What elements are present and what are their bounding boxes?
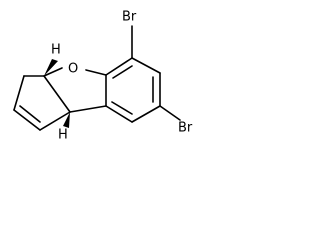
bond-c7-br xyxy=(159,105,181,121)
bond-c5-c6 xyxy=(131,57,161,74)
bond-ring-fusion xyxy=(43,75,71,113)
bond-ring5-right xyxy=(39,111,71,131)
hydrogen-label-bottom: H xyxy=(58,128,68,143)
bond-ring5-double-outer xyxy=(13,109,41,131)
bond-ring5-left xyxy=(13,75,25,111)
chemical-structure-diagram: O Br Br H H xyxy=(13,10,193,143)
bond-c8b-c8a xyxy=(69,105,107,113)
bond-c4a-c5-inner xyxy=(112,65,133,79)
oxygen-label-bg xyxy=(64,60,82,78)
bromine-label-bottom: Br xyxy=(178,121,193,136)
bond-ring5-double-inner xyxy=(19,105,41,123)
wedge-bond-h-bottom xyxy=(63,112,70,128)
bond-o-c4a xyxy=(85,69,107,76)
bond-c8-c8a-inner xyxy=(111,101,133,115)
wedge-bond-h-top xyxy=(44,59,58,76)
bond-c3a-o xyxy=(43,67,63,77)
bond-c8-c8a xyxy=(105,105,133,123)
bond-c4a-c5 xyxy=(105,57,133,76)
bromine-label-top: Br xyxy=(122,10,137,25)
oxygen-label: O xyxy=(68,62,78,77)
hydrogen-label-top: H xyxy=(51,43,61,58)
bond-c7-c8 xyxy=(131,105,161,123)
